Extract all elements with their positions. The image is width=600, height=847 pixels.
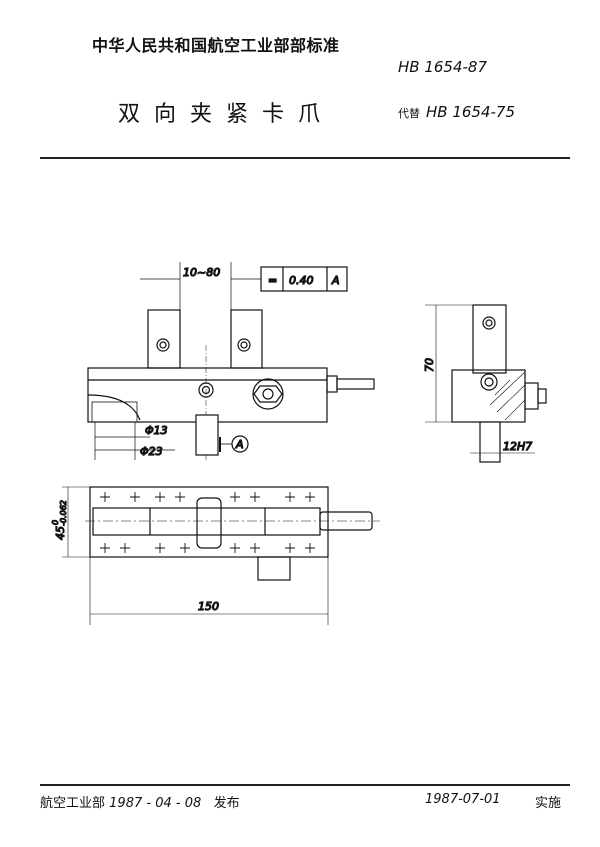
- tolerance-value: 0.40: [289, 274, 314, 287]
- length-dim: 150: [198, 600, 219, 613]
- issuing-organization: 中华人民共和国航空工业部部标准: [92, 36, 340, 55]
- datum-marker: [231, 435, 249, 453]
- screw-rod: [336, 378, 375, 390]
- issue-info: 航空工业部 1987 - 04 - 08 发布: [40, 792, 240, 811]
- key-fit-dim: 12H7: [503, 440, 532, 453]
- adjust-range-dim: 10~80: [183, 266, 220, 279]
- front-view: [87, 262, 375, 460]
- replaces-code: HB 1654-75: [426, 103, 516, 121]
- effective-date: 1987-07-01: [425, 792, 501, 807]
- issue-label: 发布: [213, 796, 240, 811]
- top-view: [62, 486, 380, 625]
- replaces-label: 代替: [398, 107, 420, 120]
- center-nut: [196, 497, 222, 549]
- tolerance-symbol: =: [268, 274, 277, 287]
- locating-key: [195, 414, 219, 456]
- issuer: 航空工业部: [40, 796, 106, 811]
- width-lower-dev: -0.062: [59, 500, 68, 526]
- standard-code: HB 1654-87: [398, 58, 488, 76]
- width-upper-dev: 0: [51, 520, 60, 525]
- dia-small-dim: Φ13: [145, 424, 168, 437]
- document-title: 双向夹紧卡爪: [118, 102, 335, 127]
- tolerance-datum: A: [331, 274, 340, 287]
- tolerance-frame: [260, 266, 348, 292]
- side-view: [425, 304, 547, 463]
- footer-divider: [40, 784, 570, 786]
- nut-washer: [252, 378, 284, 410]
- width-nominal: 45: [54, 526, 67, 540]
- dia-large-dim: Φ23: [140, 445, 163, 458]
- datum-label: A: [235, 438, 244, 451]
- top-outline: [89, 486, 329, 558]
- replaces-note: 代替 HB 1654-75: [398, 103, 515, 121]
- effective-label: 实施: [535, 796, 562, 811]
- jaw-body: [87, 367, 328, 423]
- header-divider: [40, 157, 570, 159]
- width-dim: 450-0.062: [51, 500, 68, 540]
- height-dim: 70: [423, 358, 436, 372]
- issue-date: 1987 - 04 - 08: [109, 796, 202, 811]
